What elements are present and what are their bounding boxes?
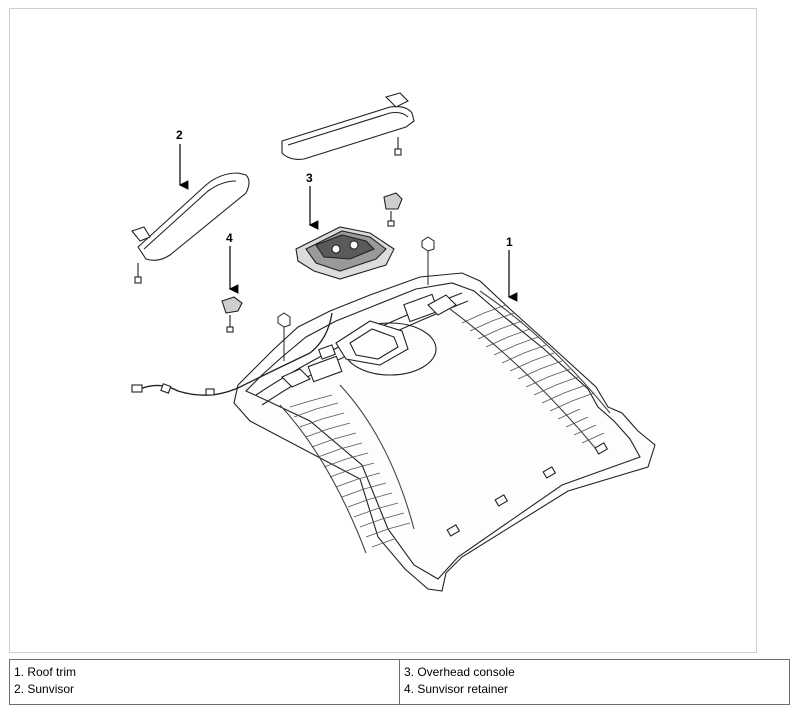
callout-4-number: 4 <box>226 231 233 245</box>
callout-3-number: 3 <box>306 171 313 185</box>
legend-item-roof-trim: 1. Roof trim <box>14 665 77 679</box>
sunvisor-left-part <box>131 172 250 284</box>
sunvisor-right-part <box>281 92 415 160</box>
roof-trim-part <box>131 272 656 592</box>
screw-fasteners <box>277 236 435 361</box>
legend-column-left: 1. Roof trim 2. Sunvisor <box>9 659 400 705</box>
exploded-view-diagram: 2 3 4 1 <box>131 92 656 592</box>
callout-2-number: 2 <box>176 128 183 142</box>
legend-item-sunvisor: 2. Sunvisor <box>14 682 75 696</box>
parts-legend-table: 1. Roof trim 2. Sunvisor 3. Overhead con… <box>9 659 790 705</box>
legend-column-right: 3. Overhead console 4. Sunvisor retainer <box>399 659 790 705</box>
sunvisor-retainer-part <box>221 192 403 333</box>
legend-item-sunvisor-retainer: 4. Sunvisor retainer <box>404 682 509 696</box>
callout-1-number: 1 <box>506 235 513 249</box>
legend-item-overhead-console: 3. Overhead console <box>404 665 515 679</box>
legend-row: 1. Roof trim 2. Sunvisor 3. Overhead con… <box>9 659 790 705</box>
overhead-console-part <box>295 226 395 280</box>
diagram-frame: 2 3 4 1 <box>9 8 757 653</box>
